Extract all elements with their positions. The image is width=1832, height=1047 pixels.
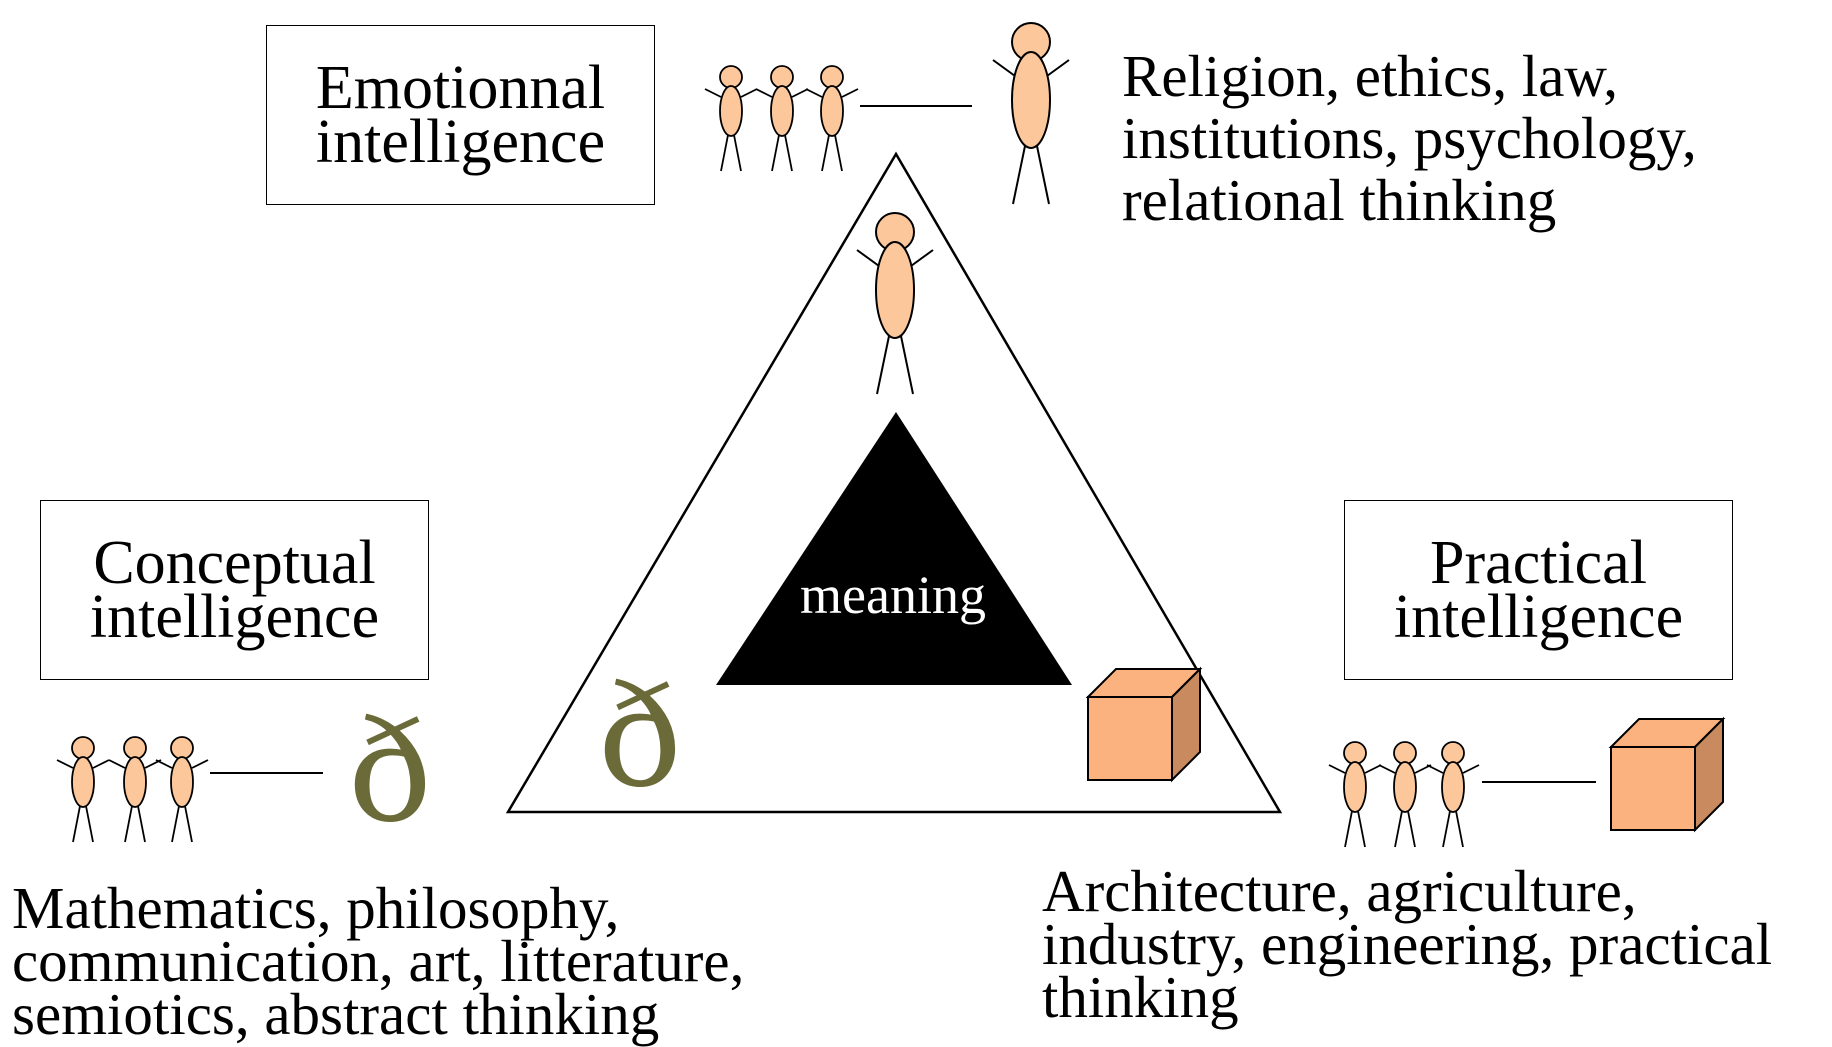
practical-intelligence-box: Practical intelligence <box>1344 500 1733 680</box>
description-line: thinking <box>1042 964 1239 1030</box>
conceptual-intelligence-box: Conceptual intelligence <box>40 500 429 680</box>
people-group-icon <box>56 736 209 843</box>
box-title-line: intelligence <box>315 108 606 176</box>
description-line: Religion, ethics, law, <box>1122 43 1618 109</box>
box-title-line: intelligence <box>89 583 380 651</box>
description-line: Mathematics, philosophy, <box>12 875 620 941</box>
description-line: communication, art, litterature, <box>12 928 745 994</box>
description-line: relational thinking <box>1122 167 1557 233</box>
description-line: semiotics, abstract thinking <box>12 981 660 1047</box>
people-group-icon <box>704 65 859 172</box>
box-title-line: Practical <box>1430 529 1647 597</box>
conceptual-description: Mathematics, philosophy, communication, … <box>12 875 745 1047</box>
person-icon <box>992 22 1070 205</box>
box-title-line: Conceptual <box>93 529 376 597</box>
eth-symbol-icon: ð <box>598 656 682 819</box>
emotional-intelligence-box: Emotionnal intelligence <box>266 25 655 205</box>
meaning-label: meaning <box>800 565 986 625</box>
description-line: industry, engineering, practical <box>1042 911 1773 977</box>
cube-icon <box>1085 666 1203 783</box>
practical-description: Architecture, agriculture, industry, eng… <box>1042 858 1773 1030</box>
meaning-triangle <box>716 412 1072 685</box>
cube-icon <box>1608 716 1726 833</box>
emotional-description: Religion, ethics, law, institutions, psy… <box>1122 45 1697 231</box>
box-title-line: Emotionnal <box>315 54 606 122</box>
people-group-icon <box>1328 741 1480 848</box>
eth-symbol-icon: ð <box>348 691 432 854</box>
description-line: Architecture, agriculture, <box>1042 858 1637 924</box>
box-title-line: intelligence <box>1393 583 1684 651</box>
description-line: institutions, psychology, <box>1122 105 1697 171</box>
